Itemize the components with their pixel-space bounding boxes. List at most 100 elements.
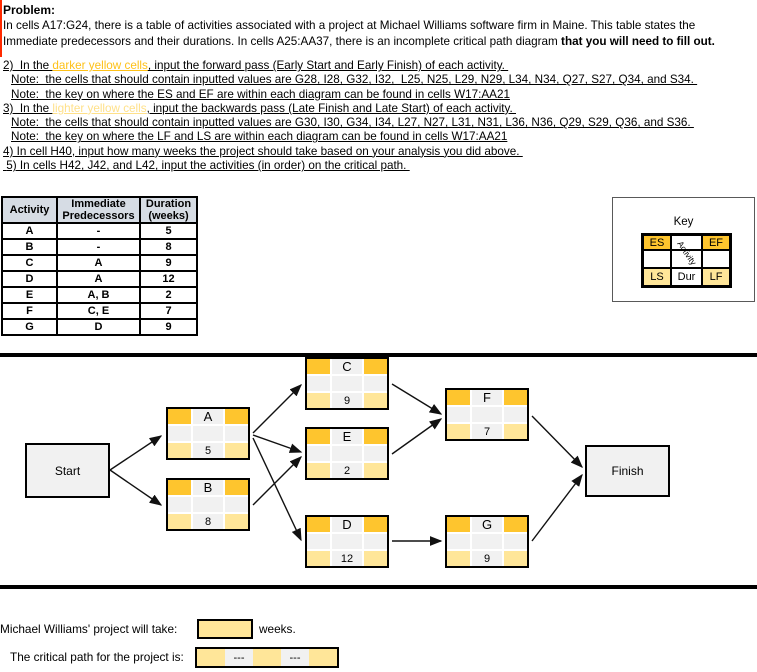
lf-input-cell[interactable] (504, 551, 527, 566)
cell-activity: A (1, 222, 58, 240)
ls-input-cell[interactable] (168, 443, 191, 458)
es-input-cell[interactable] (447, 517, 470, 532)
problem-statement: In cells A17:G24, there is a table of ac… (3, 18, 751, 50)
cell-predecessors: A, B (56, 286, 141, 304)
cell-predecessors: A (56, 254, 141, 272)
path-input-cell[interactable] (309, 649, 337, 666)
es-input-cell[interactable] (168, 480, 191, 495)
key-title: Key (673, 216, 694, 228)
path-input-cell[interactable] (253, 649, 281, 666)
ef-input-cell[interactable] (504, 517, 527, 532)
step3-post: , input the backwards pass (Late Finish … (146, 101, 517, 115)
cell-duration: 2 (139, 286, 198, 304)
key-es-cell: ES (643, 235, 671, 250)
table-row: A-5 (1, 222, 198, 240)
cell-duration: 7 (139, 302, 198, 320)
lf-input-cell[interactable] (504, 424, 527, 439)
note-lf-ls-key: Note: the key on where the LF and LS are… (11, 130, 508, 144)
cell-predecessors: - (56, 238, 141, 256)
duration-cell: 5 (193, 443, 223, 458)
activity-letter: B (193, 480, 223, 495)
lf-input-cell[interactable] (364, 463, 387, 478)
ls-input-cell[interactable] (447, 424, 470, 439)
separator-top (0, 353, 757, 357)
ef-input-cell[interactable] (364, 359, 387, 374)
ef-input-cell[interactable] (364, 429, 387, 444)
path-input-cell[interactable] (197, 649, 225, 666)
note-backward-cells: Note: the cells that should contain inpu… (11, 116, 694, 130)
note-forward-cells: Note: the cells that should contain inpu… (11, 73, 698, 87)
problem-text: In cells A17:G24, there is a table of ac… (3, 19, 696, 48)
duration-cell: 7 (472, 424, 502, 439)
key-activity-cell-top (671, 235, 702, 250)
ls-input-cell[interactable] (307, 393, 330, 408)
cell-predecessors: A (56, 270, 141, 288)
weeks-input-cell[interactable] (197, 619, 253, 639)
start-node: Start (25, 443, 110, 498)
ls-input-cell[interactable] (168, 514, 191, 529)
cell-duration: 12 (139, 270, 198, 288)
problem-text-bold: that you will need to fill out. (561, 35, 715, 48)
separator-bottom (0, 585, 757, 589)
ef-input-cell[interactable] (225, 480, 248, 495)
key-panel: Key ES EF LS Dur LF Activity (612, 197, 755, 302)
duration-cell: 9 (472, 551, 502, 566)
instructions-list: 2) In the darker yellow cells , input the… (3, 59, 697, 173)
es-input-cell[interactable] (307, 359, 330, 374)
cell-predecessors: C, E (56, 302, 141, 320)
critical-path-cells: --- --- (195, 647, 339, 668)
table-row: B-8 (1, 238, 198, 256)
activity-node-c: C 9 (305, 357, 389, 410)
activity-letter: F (472, 390, 502, 405)
activity-letter: A (193, 409, 223, 424)
key-ef-cell: EF (702, 235, 730, 250)
activity-node-d: D 12 (305, 515, 389, 568)
darker-yellow-cells-ref: darker yellow cells (52, 59, 148, 72)
ef-input-cell[interactable] (364, 517, 387, 532)
ls-input-cell[interactable] (307, 551, 330, 566)
start-label: Start (54, 463, 81, 478)
lf-input-cell[interactable] (225, 514, 248, 529)
cell-duration: 9 (139, 254, 198, 272)
activity-letter: G (472, 517, 502, 532)
key-lf-cell: LF (702, 268, 730, 286)
activity-letter: E (332, 429, 362, 444)
ls-input-cell[interactable] (307, 463, 330, 478)
activity-node-b: B 8 (166, 478, 250, 531)
duration-cell: 2 (332, 463, 362, 478)
lighter-yellow-cells-ref: lighter yellow cells (52, 101, 147, 115)
red-edge-marker (0, 0, 2, 57)
finish-node: Finish (585, 445, 670, 497)
cell-activity: G (1, 318, 58, 336)
lf-input-cell[interactable] (364, 551, 387, 566)
cell-predecessors: - (56, 222, 141, 240)
step2-pre: 2) In the (3, 59, 53, 72)
activity-letter: D (332, 517, 362, 532)
es-input-cell[interactable] (307, 429, 330, 444)
key-dur-cell: Dur (671, 268, 702, 286)
cell-predecessors: D (56, 318, 141, 336)
ef-input-cell[interactable] (504, 390, 527, 405)
cell-activity: D (1, 270, 58, 288)
header-activity: Activity (1, 196, 58, 224)
es-input-cell[interactable] (307, 517, 330, 532)
ef-input-cell[interactable] (225, 409, 248, 424)
key-grid: ES EF LS Dur LF (641, 233, 732, 288)
weeks-suffix-label: weeks. (259, 622, 296, 636)
es-input-cell[interactable] (447, 390, 470, 405)
finish-label: Finish (611, 464, 644, 478)
instruction-step-5: 5) In cells H42, J42, and L42, input the… (3, 159, 410, 173)
es-input-cell[interactable] (168, 409, 191, 424)
lf-input-cell[interactable] (225, 443, 248, 458)
ls-input-cell[interactable] (447, 551, 470, 566)
lf-input-cell[interactable] (364, 393, 387, 408)
duration-cell: 9 (332, 393, 362, 408)
cell-activity: F (1, 302, 58, 320)
cell-duration: 5 (139, 222, 198, 240)
